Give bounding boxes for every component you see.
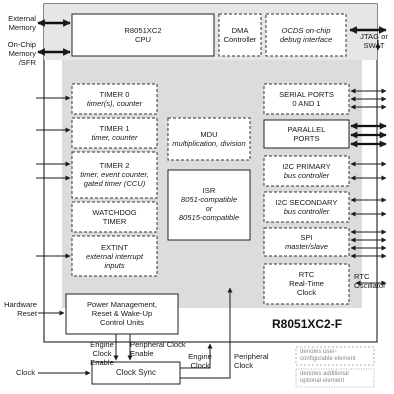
rtc-box <box>263 263 350 305</box>
cpu-box <box>71 13 215 57</box>
clock-sync-box <box>91 361 181 385</box>
ocds-box <box>265 13 347 57</box>
clock-sync-label: Clock Sync <box>115 368 156 377</box>
dma-box <box>218 13 262 57</box>
watchdog-box <box>71 201 158 233</box>
clock-label: Clock <box>16 368 35 377</box>
timer2-box <box>71 151 158 199</box>
legend-optional-box <box>295 368 375 388</box>
engine-clock-label: Engine Clock <box>188 352 212 370</box>
extint-box <box>71 235 158 277</box>
timer1-box <box>71 117 158 149</box>
hw-reset-label: Hardware Reset <box>4 300 37 318</box>
timer0-box <box>71 83 158 115</box>
legend-optional-label: denotes additional optional element <box>300 371 349 384</box>
peripheral-clock-label: Peripheral Clock <box>234 352 269 370</box>
mdu-box <box>167 117 251 161</box>
parallel-box <box>263 119 350 149</box>
rtc-oscillator-label: RTC Oscillator <box>354 272 386 290</box>
legend-configurable-label: denotes user- configurable element <box>300 349 356 362</box>
onchip-memory-label: On-Chip Memory /SFR <box>7 40 36 67</box>
i2c-secondary-box <box>263 191 350 223</box>
power-box <box>65 293 179 335</box>
peripheral-clock-line <box>180 287 233 379</box>
peripheral-clock-enable-label: Peripheral Clock Enable <box>130 340 186 358</box>
external-memory-label: External Memory <box>8 14 36 32</box>
isr-box <box>167 169 251 241</box>
serial-box <box>263 83 350 115</box>
chip-name: R8051XC2-F <box>272 317 343 331</box>
spi-box <box>263 227 350 257</box>
engine-clock-line <box>180 343 213 369</box>
i2c-primary-box <box>263 155 350 187</box>
engine-clock-enable-label: Engine Clock Enable <box>90 340 114 367</box>
jtag-label: JTAG or SWAT <box>360 32 388 50</box>
legend-configurable-box <box>295 346 375 366</box>
